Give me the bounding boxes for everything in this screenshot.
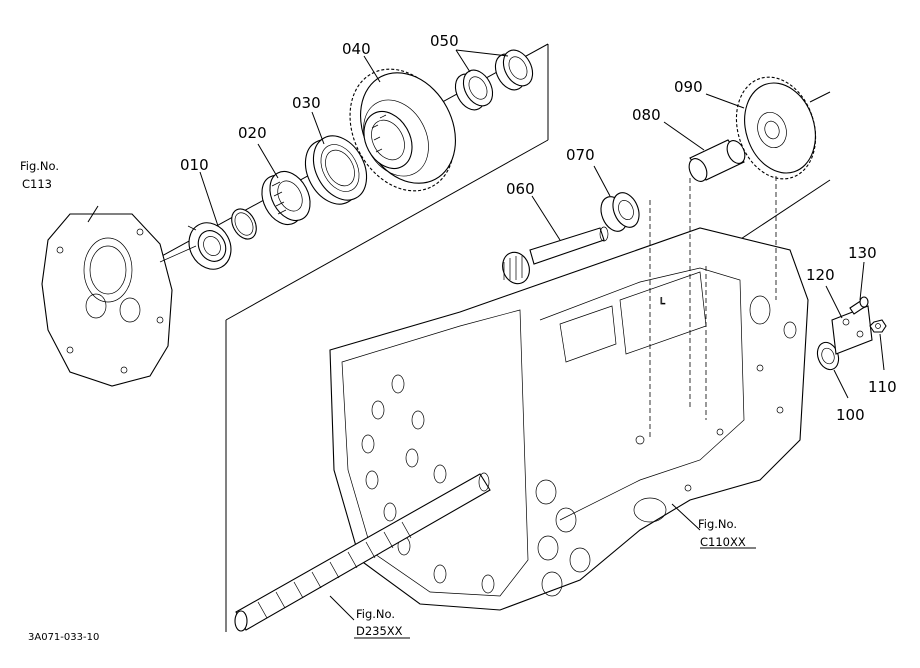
ref-c110xx-line1: Fig.No. [698, 517, 737, 531]
part-020-roller-bearing [261, 170, 311, 226]
output-shaft [234, 472, 491, 632]
label-120: 120 [806, 266, 835, 284]
ref-c113-line2: C113 [22, 177, 52, 191]
part-120-plate [831, 305, 873, 355]
part-030-bearing-race [304, 135, 368, 205]
figure-references: Fig.No. C113 Fig.No. C110XX Fig.No. D235… [20, 159, 746, 638]
ref-c113-line1: Fig.No. [20, 159, 59, 173]
assembly-lines [649, 176, 777, 440]
part-040-gear [349, 68, 456, 192]
label-040: 040 [342, 40, 371, 58]
snap-ring [231, 208, 257, 240]
part-010-bearing [187, 222, 232, 270]
label-090: 090 [674, 78, 703, 96]
label-110: 110 [868, 378, 897, 396]
label-010: 010 [180, 156, 209, 174]
label-100: 100 [836, 406, 865, 424]
leader-lines [87, 49, 885, 639]
label-070: 070 [566, 146, 595, 164]
part-080-sleeve [688, 139, 746, 182]
label-020: 020 [238, 124, 267, 142]
housing-cover-c113 [41, 213, 197, 387]
part-050-needle-bearings [454, 49, 534, 111]
part-090-gear [735, 76, 817, 180]
part-130-bolt [849, 296, 869, 315]
part-070-bearing [600, 192, 640, 232]
transmission-case-c110xx: L [329, 227, 809, 611]
ref-d235xx-line1: Fig.No. [356, 607, 395, 621]
label-050: 050 [430, 32, 459, 50]
label-060: 060 [506, 180, 535, 198]
part-labels: 010 020 030 040 050 060 070 080 090 100 … [180, 32, 897, 424]
label-080: 080 [632, 106, 661, 124]
svg-text:L: L [660, 297, 665, 307]
drawing-id: 3A071-033-10 [28, 632, 99, 643]
ref-d235xx-line2: D235XX [356, 624, 403, 638]
ref-c110xx-line2: C110XX [700, 535, 746, 549]
part-110-nut [869, 319, 887, 333]
part-060-pinion-shaft [502, 226, 609, 285]
label-130: 130 [848, 244, 877, 262]
label-030: 030 [292, 94, 321, 112]
